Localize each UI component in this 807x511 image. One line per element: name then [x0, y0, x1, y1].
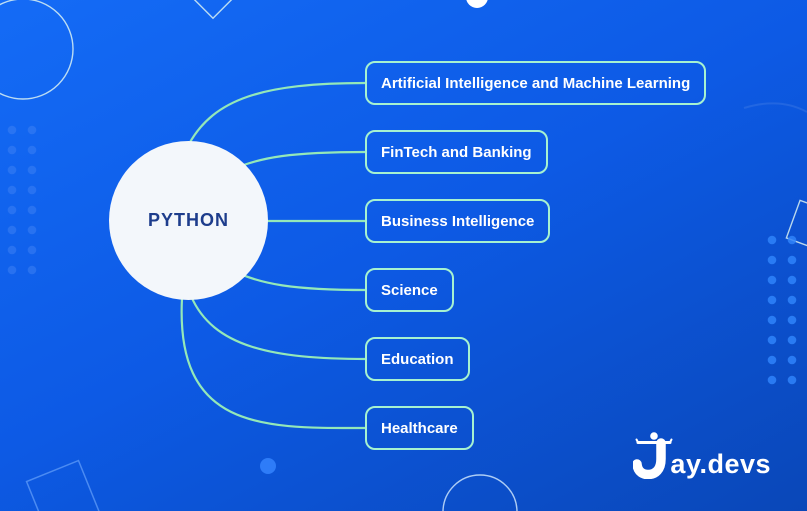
branch-label: Science	[381, 281, 438, 299]
branch-business-intelligence: Business Intelligence	[365, 199, 551, 243]
branch-fintech: FinTech and Banking	[365, 130, 548, 174]
branch-science: Science	[365, 268, 454, 312]
branch-label: Artificial Intelligence and Machine Lear…	[381, 74, 691, 92]
center-node-label: PYTHON	[147, 210, 229, 230]
connector-education	[189, 294, 368, 361]
decor-square-outline-bottom-left	[25, 459, 101, 511]
connector-fintech	[229, 150, 368, 172]
decor-blue-dot-bottom-center	[260, 458, 276, 474]
decor-circle-outline-top-left	[0, 0, 74, 100]
decor-dot-grid-left	[7, 125, 38, 277]
connector-artificial-intelligence	[187, 81, 368, 146]
decor-diamond-right-edge	[785, 199, 807, 253]
branch-label: Healthcare	[381, 419, 458, 437]
branch-artificial-intelligence: Artificial Intelligence and Machine Lear…	[365, 61, 707, 105]
branch-label: Business Intelligence	[381, 212, 535, 230]
jaydevs-logo-text: ay.devs	[670, 449, 771, 479]
connector-science	[231, 269, 368, 292]
decor-circle-outline-bottom-center	[442, 474, 518, 511]
branch-education: Education	[365, 337, 470, 381]
decor-diamond-top	[190, 0, 236, 20]
branch-label: FinTech and Banking	[381, 143, 532, 161]
decor-white-dot-top-center	[466, 0, 488, 8]
center-node-python: PYTHON	[109, 141, 268, 300]
jaydevs-logo: ay.devs	[633, 431, 771, 479]
branch-label: Education	[381, 350, 454, 368]
jaydevs-j-icon	[633, 432, 673, 479]
decor-dot-grid-right	[767, 235, 798, 387]
branch-healthcare: Healthcare	[365, 406, 474, 450]
connector-healthcare	[180, 296, 368, 430]
decor-faint-arc-top-right	[743, 102, 807, 113]
